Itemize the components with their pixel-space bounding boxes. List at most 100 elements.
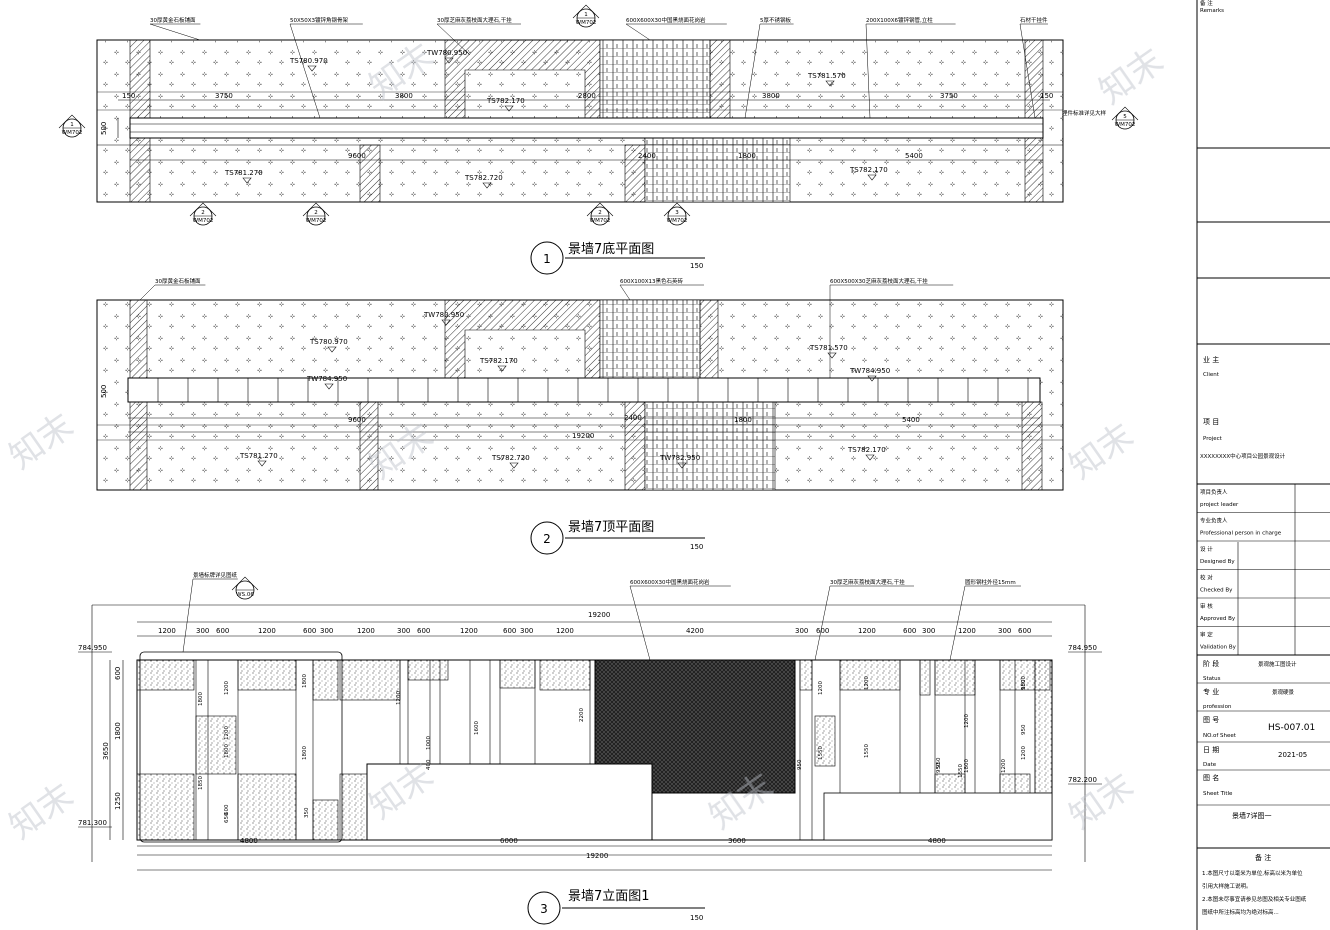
svg-text:WM702: WM702	[1115, 122, 1136, 128]
tb-name-val: 景墙7详图一	[1232, 811, 1271, 820]
watermark-7: 知末	[1062, 416, 1141, 488]
elev3-title-block: 3 景墙7立面图1 150	[527, 889, 705, 925]
elev3-scale: 150	[690, 914, 703, 922]
plan2-tag-0: TW780.950	[423, 311, 464, 319]
stone-panel	[312, 659, 339, 701]
watermark-9: 知末	[1092, 41, 1171, 113]
elev-inner-dim-15: 950	[797, 759, 803, 770]
elev-callout-0: 景墙标牌详见图纸	[193, 571, 238, 579]
elev-inner-dim-26: 1550	[958, 764, 964, 778]
plan2-dim-1: 9600	[348, 416, 366, 424]
elev-inner-dim-8: 1200	[396, 691, 402, 705]
tb-sheet: 图 号	[1203, 716, 1219, 724]
low-wall	[366, 763, 653, 841]
plan1-note-right: 埋件标准详见大样	[1062, 109, 1107, 117]
stone-panel	[799, 659, 813, 691]
stone-panel	[539, 659, 591, 691]
elev-inner-dim-17: 1550	[864, 744, 870, 758]
plan1-dim-bottom-3: 5400	[905, 152, 923, 160]
tb-profession-en: profession	[1203, 704, 1232, 710]
elev-inner-dim-19: 1200	[964, 714, 970, 728]
plan2-dim-5: 5400	[902, 416, 920, 424]
elev-dim-top-8: 600	[417, 627, 430, 635]
svg-text:WM702: WM702	[667, 218, 688, 224]
elev-inner-dim-9: 1600	[474, 721, 480, 735]
plan1-tag-2: TS782.170	[486, 97, 525, 105]
plan2-tag-4: TW784.950	[306, 375, 347, 383]
elev-inner-dim-6: 1800	[302, 746, 308, 760]
elev-dims	[109, 621, 1052, 871]
elev-inner-dim-3: 1800	[224, 744, 230, 758]
plan1-tag-0: TW780.950	[426, 49, 467, 57]
elev-inner-dim-2: 1850	[198, 776, 204, 790]
elev-inner-dim-4: 1800	[302, 674, 308, 688]
elev-inner-dim-13: 1200	[818, 681, 824, 695]
plan1-dim-bottom-0: 9600	[348, 152, 366, 160]
elev-dim-left-2: 3650	[102, 742, 110, 760]
tb-note-3: 图纸中所注标高均为绝对标高...	[1202, 908, 1279, 916]
stone-panel	[312, 799, 339, 841]
plan1-side-dim: 500	[100, 122, 108, 135]
tb-project-en: Project	[1203, 436, 1223, 442]
elev-inner-dim-0: 1200	[224, 681, 230, 695]
plan2-tag-9: TW782.950	[659, 454, 700, 462]
stone-panel	[407, 659, 449, 681]
svg-text:1: 1	[584, 12, 588, 18]
elev-inner-dim-16: 1200	[864, 676, 870, 690]
elev-inner-dim-22: 1200	[1021, 746, 1027, 760]
tb-row-4: 审 核	[1200, 602, 1213, 610]
svg-text:2: 2	[598, 210, 602, 216]
tb-profession: 专 业	[1203, 687, 1219, 696]
plan2-tag-1: TS780.970	[309, 338, 348, 346]
tb-row-5: 审 定	[1200, 631, 1213, 639]
elev-callout-2: 30厚芝麻灰荔枝面大理石,干挂	[830, 578, 905, 586]
elev-inner-dim-14: 1550	[818, 746, 824, 760]
tb-row-3: 校 对	[1200, 574, 1213, 582]
elev-dim-top-4: 600	[303, 627, 316, 635]
tb-name: 图 名	[1203, 773, 1219, 782]
plan1-callout-2: 30厚芝麻灰荔枝面大理石,干挂	[437, 16, 512, 24]
plan1-dim-top-4: 3800	[762, 92, 780, 100]
elev-inner-dim-1: 1800	[198, 692, 204, 706]
elev-dim-top-6: 1200	[357, 627, 375, 635]
svg-text:WM702: WM702	[576, 20, 597, 26]
watermark-1: 知末	[2, 406, 81, 478]
elev-dim-top-1: 300	[196, 627, 209, 635]
tb-remarks: 备 注	[1200, 0, 1213, 7]
elevation-3	[91, 604, 1086, 862]
plan2-title: 景墙7顶平面图	[568, 520, 654, 535]
plan1-title: 景墙7底平面图	[568, 241, 654, 257]
plan2-tag-3: TS781.570	[809, 344, 848, 352]
plan1-dim-bottom-1: 2400	[638, 152, 656, 160]
tb-date-en: Date	[1203, 762, 1217, 768]
plan2-dim-2: 19200	[572, 432, 594, 440]
sign-frame	[139, 651, 343, 843]
stone-panel	[136, 659, 195, 691]
tb-row-en-4: Approved By	[1200, 616, 1236, 622]
elev-inner-dim-28: 650	[224, 812, 230, 823]
elev-dim-top-19: 1200	[958, 627, 976, 635]
stone-panel	[814, 715, 836, 767]
elev-inner-dim-10: 1000	[426, 736, 432, 750]
tb-row-1: 专业负责人	[1200, 517, 1228, 525]
elev-inner-dim-7: 600	[224, 804, 230, 815]
plan2-tag-7: TS782.720	[491, 454, 530, 462]
elev-level-2: 784.950	[1068, 644, 1097, 652]
plan1-tag-3: TS781.570	[807, 72, 846, 80]
plan2-callout-1: 600X100X13黑色石英砖	[620, 277, 684, 285]
elev-inner-dim-12: 2200	[579, 708, 585, 722]
stone-panel	[136, 773, 195, 841]
elev-callout-3: 圆形钢柱外径15mm	[965, 578, 1016, 586]
stone-panel	[1034, 659, 1053, 794]
tb-status-val: 景观施工图设计	[1258, 660, 1297, 668]
stone-panel	[919, 659, 931, 696]
elev-dim-top-14: 300	[795, 627, 808, 635]
tb-name-en: Sheet Title	[1203, 791, 1233, 797]
elev-level-3: 782.200	[1068, 776, 1097, 784]
tb-row-0: 项目负责人	[1200, 488, 1228, 496]
svg-text:1: 1	[70, 122, 74, 128]
elev-level-0: 784.950	[78, 644, 107, 652]
